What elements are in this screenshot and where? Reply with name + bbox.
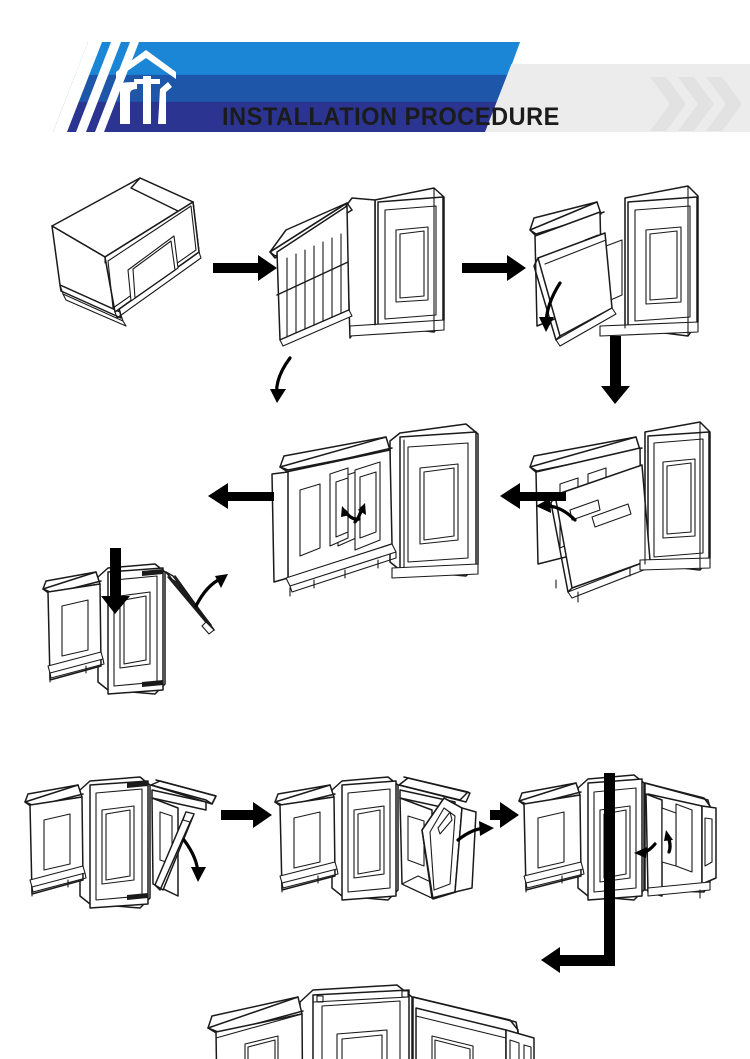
building-logo-icon — [116, 50, 176, 124]
arrow-step3-to-step4 — [601, 336, 630, 404]
arrow-step8-to-step9 — [490, 802, 519, 828]
step-6-open-opposite-roof — [42, 563, 228, 695]
step-10-completed-house — [207, 984, 535, 1059]
arrow-step6-to-step7 — [101, 548, 130, 614]
step-1-closed-container — [51, 177, 202, 327]
installation-diagram — [0, 140, 750, 1059]
step-5-expanded-walls — [271, 423, 479, 597]
arrow-step4-to-step5 — [500, 483, 566, 509]
page-header: INSTALLATION PROCEDURE — [0, 32, 750, 132]
installation-diagram-graphic — [24, 177, 717, 1059]
step-2-open-roof-panel — [269, 187, 445, 403]
arrow-step1-to-step2 — [213, 255, 277, 281]
arrow-step5-to-step6 — [208, 483, 274, 509]
step-4-floor-support-beams — [529, 421, 711, 603]
step-7-lower-opposite-floor — [24, 776, 217, 909]
step-8-raise-opposite-wall — [274, 776, 494, 901]
arrow-step2-to-step3 — [462, 255, 526, 281]
chevron-right-icon — [650, 77, 742, 131]
arrow-step7-to-step8 — [221, 802, 272, 828]
arrow-step9-to-step10 — [541, 773, 615, 973]
step-9-both-sides-expanded — [518, 774, 717, 901]
page-title: INSTALLATION PROCEDURE — [222, 103, 560, 131]
header-graphic — [53, 42, 750, 132]
step-3-lower-floor-panel — [529, 185, 699, 347]
header-blue-parallelogram — [53, 42, 520, 132]
